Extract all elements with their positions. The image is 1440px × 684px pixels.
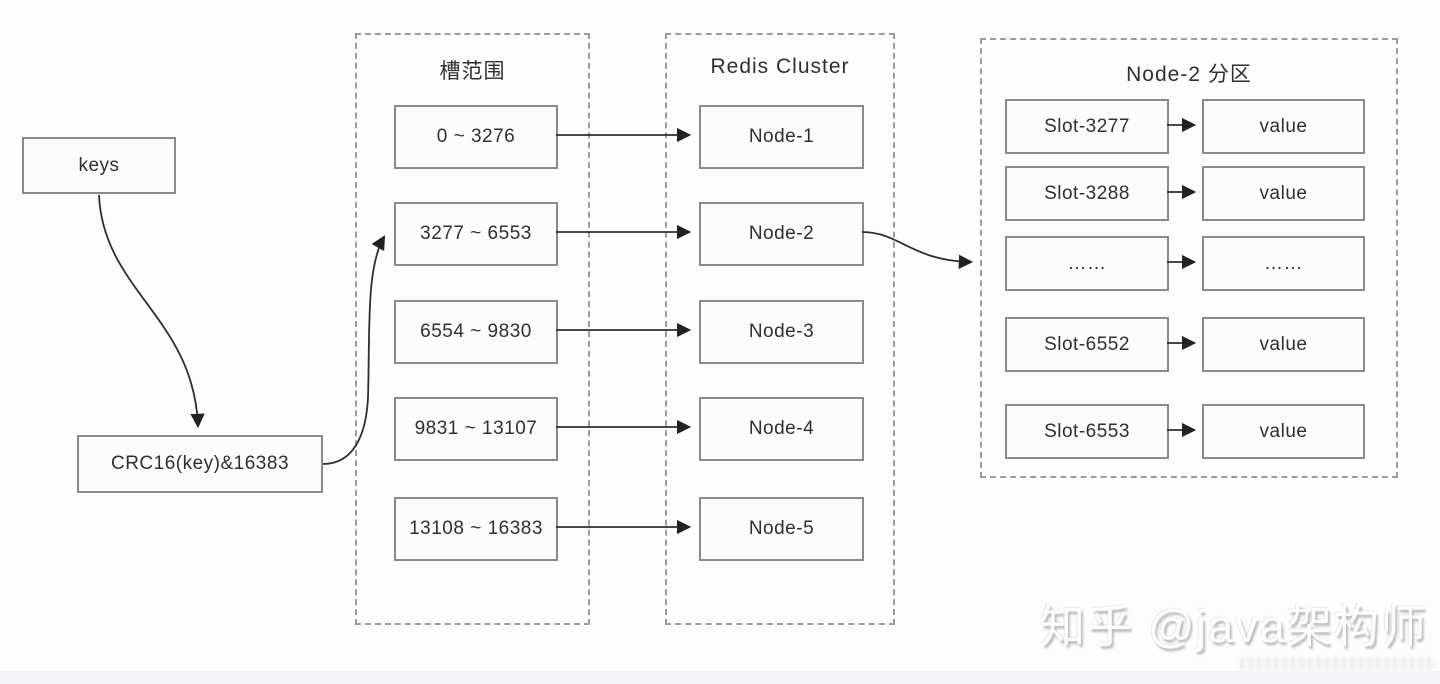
node2-partition-title: Node-2 分区 — [1126, 63, 1252, 86]
slot-range-box-1: 0 ~ 3276 — [394, 105, 558, 169]
crc16-hash-label: CRC16(key)&16383 — [110, 453, 290, 474]
keys-box: keys — [22, 137, 176, 194]
node-label-3: Node-3 — [748, 321, 815, 342]
partition-slot-label-4: Slot-6552 — [1044, 333, 1130, 355]
slot-range-label-2: 3277 ~ 6553 — [420, 223, 532, 244]
faint-url-watermark — [1240, 657, 1436, 670]
partition-value-label-5: value — [1259, 420, 1308, 442]
node-label-5: Node-5 — [748, 518, 815, 539]
slot-range-box-4: 9831 ~ 13107 — [394, 397, 558, 461]
partition-value-label-2: value — [1259, 182, 1308, 204]
node2-partition-container: Node-2 分区 Slot-3277 value Slot-3288 valu… — [980, 38, 1398, 478]
node-label-1: Node-1 — [748, 126, 815, 147]
slot-range-box-5: 13108 ~ 16383 — [394, 497, 558, 561]
partition-value-box-4: value — [1202, 317, 1365, 372]
slot-range-box-3: 6554 ~ 9830 — [394, 300, 558, 364]
zhihu-watermark: 知乎 @java架构师 — [1040, 601, 1428, 652]
partition-slot-box-4: Slot-6552 — [1005, 317, 1169, 372]
partition-slot-box-1: Slot-3277 — [1005, 99, 1169, 154]
node-label-4: Node-4 — [748, 418, 815, 439]
slot-range-box-2: 3277 ~ 6553 — [394, 202, 558, 266]
slot-range-label-4: 9831 ~ 13107 — [414, 418, 538, 439]
partition-slot-label-5: Slot-6553 — [1044, 420, 1130, 442]
node-box-3: Node-3 — [699, 300, 864, 364]
partition-slot-label-3: …… — [1067, 252, 1107, 274]
partition-slot-label-1: Slot-3277 — [1044, 115, 1130, 137]
arrow-keys-to-crc16 — [98, 194, 205, 429]
partition-value-box-1: value — [1202, 99, 1365, 154]
partition-value-box-3: …… — [1202, 236, 1365, 291]
partition-value-label-4: value — [1259, 333, 1308, 355]
partition-slot-box-5: Slot-6553 — [1005, 404, 1169, 459]
partition-slot-label-2: Slot-3288 — [1044, 182, 1130, 204]
node-box-5: Node-5 — [699, 497, 864, 561]
slot-range-title: 槽范围 — [439, 60, 506, 83]
node-label-2: Node-2 — [748, 223, 815, 244]
bottom-strip — [0, 671, 1440, 684]
node-box-1: Node-1 — [699, 105, 864, 169]
partition-value-box-5: value — [1202, 404, 1365, 459]
slot-range-label-1: 0 ~ 3276 — [436, 126, 516, 147]
node-box-4: Node-4 — [699, 397, 864, 461]
partition-value-label-3: …… — [1264, 252, 1303, 274]
partition-value-label-1: value — [1259, 115, 1308, 137]
redis-cluster-container: Redis Cluster Node-1 Node-2 Node-3 Node-… — [665, 33, 895, 625]
redis-cluster-title: Redis Cluster — [710, 55, 850, 78]
slot-range-container: 槽范围 0 ~ 3276 3277 ~ 6553 6554 ~ 9830 983… — [355, 33, 590, 625]
keys-label: keys — [78, 154, 120, 176]
node-box-2: Node-2 — [699, 202, 864, 266]
partition-value-box-2: value — [1202, 166, 1365, 221]
slot-range-label-5: 13108 ~ 16383 — [409, 518, 543, 539]
slot-range-label-3: 6554 ~ 9830 — [420, 321, 532, 342]
partition-slot-box-2: Slot-3288 — [1005, 166, 1169, 221]
partition-slot-box-3: …… — [1005, 236, 1169, 291]
crc16-hash-box: CRC16(key)&16383 — [77, 435, 323, 493]
